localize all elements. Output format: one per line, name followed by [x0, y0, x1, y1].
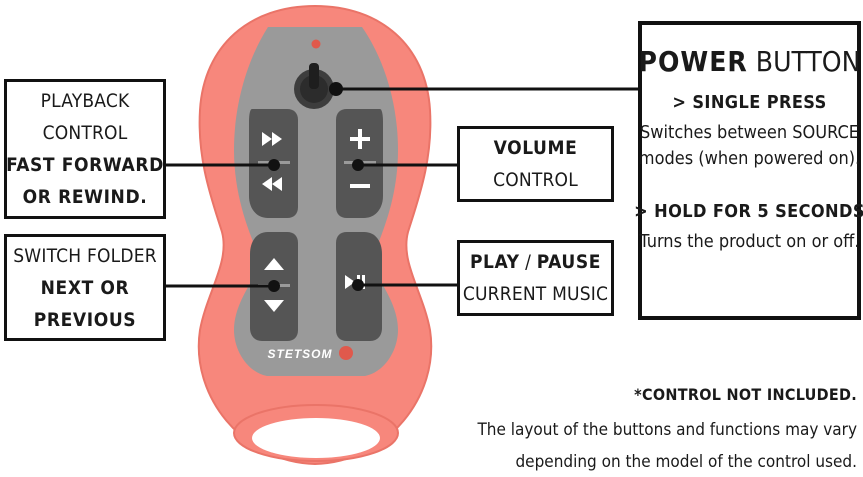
power-title-rest: BUTTON: [747, 45, 861, 78]
plus-icon: [350, 129, 370, 149]
playback-line2: CONTROL: [42, 122, 128, 144]
play-word: PLAY: [469, 251, 520, 273]
hold-text: Turns the product on or off.: [639, 231, 860, 252]
playback-line1: PLAYBACK: [40, 90, 130, 112]
single-press-heading: > SINGLE PRESS: [672, 92, 827, 113]
power-label-box: POWER BUTTON > SINGLE PRESS Switches bet…: [634, 21, 863, 320]
volume-line2: CONTROL: [493, 169, 578, 191]
brand-logo-mark: [339, 346, 353, 360]
folder-line3: PREVIOUS: [33, 308, 137, 331]
volume-dot: [352, 159, 364, 171]
note-line2: depending on the model of the control us…: [515, 452, 857, 472]
volume-line1: VOLUME: [493, 137, 578, 159]
power-toggle-lever: [309, 63, 319, 89]
playback-label-box: PLAYBACK CONTROL FAST FORWARD OR REWIND.: [4, 79, 166, 219]
rewind-icon: [262, 177, 282, 191]
play-dot: [352, 279, 364, 291]
single-press-text1: Switches between SOURCE: [639, 122, 860, 143]
fast-forward-icon: [262, 132, 282, 146]
power-dot: [329, 82, 343, 96]
led-indicator: [311, 39, 321, 49]
power-title-bold: POWER: [638, 45, 748, 78]
key-ring-hole: [252, 418, 380, 458]
minus-icon: [350, 184, 370, 188]
play-label-box: PLAY / PAUSE CURRENT MUSIC: [457, 240, 614, 316]
playback-line4: OR REWIND.: [22, 186, 148, 208]
folder-dot: [268, 280, 280, 292]
playback-line3: FAST FORWARD: [6, 154, 164, 176]
play-line1: PLAY / PAUSE: [470, 246, 601, 278]
play-line2: CURRENT MUSIC: [462, 283, 609, 305]
brand-logo-text: STETSOM: [267, 347, 332, 361]
play-separator: /: [519, 251, 537, 273]
pause-word: PAUSE: [536, 251, 602, 273]
arrow-up-icon: [264, 258, 284, 270]
single-press-text2: modes (when powered on).: [638, 148, 861, 169]
volume-label-box: VOLUME CONTROL: [457, 126, 614, 202]
arrow-down-icon: [264, 300, 284, 312]
folder-line1: SWITCH FOLDER: [13, 244, 157, 267]
folder-label-box: SWITCH FOLDER NEXT OR PREVIOUS: [4, 234, 166, 341]
playback-dot: [268, 159, 280, 171]
power-title: POWER BUTTON: [639, 45, 861, 79]
note-line1: The layout of the buttons and functions …: [477, 420, 857, 440]
note-heading: *CONTROL NOT INCLUDED.: [634, 385, 857, 404]
hold-heading: > HOLD FOR 5 SECONDS: [634, 201, 863, 222]
folder-line2: NEXT OR: [40, 276, 130, 299]
